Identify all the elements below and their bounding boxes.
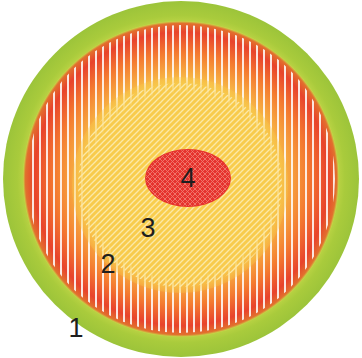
hatch-pattern (78, 83, 282, 287)
outer-circle (3, 1, 359, 357)
crosshatch-pattern (146, 150, 230, 206)
stripe-pattern (27, 25, 335, 333)
outer-zone: 4321 (3, 1, 359, 357)
callout-number: 3 (140, 215, 155, 242)
core-zone: 4 (145, 149, 231, 207)
striped-circle (23, 21, 339, 337)
core-ellipse (145, 149, 231, 207)
callout-number: 4 (180, 165, 195, 192)
callout-number: 2 (100, 251, 115, 278)
striped-zone: 432 (23, 21, 339, 337)
inner-circle (72, 77, 288, 293)
callout-number: 1 (68, 315, 83, 342)
